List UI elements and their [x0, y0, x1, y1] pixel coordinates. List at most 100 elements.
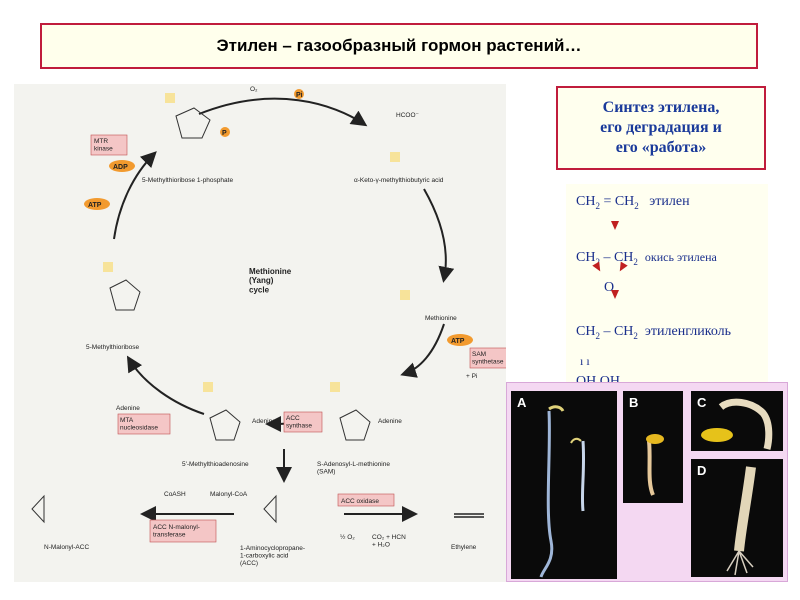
photo-a-label: A — [517, 395, 527, 410]
badge-atp-1: ATP — [84, 198, 110, 210]
label-methionine: Methionine — [425, 315, 457, 322]
formula-box: CH2 = CH2 этилен CH2 – CH2 окись этилена… — [566, 184, 768, 394]
formula-1-a: CH — [576, 194, 596, 209]
arrow-down-1 — [611, 221, 619, 230]
acc-ring — [263, 494, 277, 524]
label-adenine-1: Adenine — [116, 405, 140, 412]
formula-1-sub-a: 2 — [595, 200, 600, 211]
label-pi-pi: + Pi — [466, 373, 477, 380]
label-acc: 1-Aminocyclopropane-1-carboxylic acid(AC… — [240, 545, 305, 567]
formula-2-sub-b: 2 — [633, 256, 638, 267]
photo-c-label: C — [697, 395, 707, 410]
formula-2-b: – CH — [599, 250, 634, 265]
badge-p: P — [220, 127, 230, 137]
formula-1-b: = CH — [599, 194, 635, 209]
page-title: Этилен – газообразный гормон растений… — [216, 36, 582, 55]
label-o2: O₂ — [250, 86, 258, 93]
s-mark-1 — [165, 93, 175, 103]
ethylene-structure — [454, 513, 484, 518]
label-mtr: 5-Methylthioribose — [86, 344, 139, 351]
label-adenine-3: Adenine — [378, 418, 402, 425]
enzyme-acc-oxidase-label: ACC oxidase — [341, 498, 379, 505]
photo-d-seedling — [726, 466, 756, 576]
cycle-arc-left-2 — [113, 151, 157, 240]
formula-1-name: этилен — [649, 194, 690, 209]
badge-adp: ADP — [109, 160, 135, 172]
formula-3-sub-b: 2 — [633, 330, 638, 341]
subtitle-line-3: его «работа» — [615, 139, 707, 156]
s-mark-6 — [330, 382, 340, 392]
s-mark-2 — [103, 262, 113, 272]
formula-2-a: CH — [576, 250, 596, 265]
badge-p-label: P — [222, 130, 227, 137]
formula-3-name: этиленгликоль — [644, 324, 732, 339]
ring-mtr — [109, 279, 141, 311]
ring-mtr-1p — [175, 107, 211, 139]
photo-c: C — [691, 391, 783, 451]
badge-atp-2: ATP — [447, 334, 473, 346]
label-co2-hcn: CO₂ + HCN+ H₂O — [372, 534, 406, 549]
badge-atp-2-label: ATP — [451, 338, 465, 345]
formula-3-a: CH — [576, 324, 596, 339]
cycle-arc-right-2 — [400, 323, 445, 378]
formula-ethylene-glycol: CH2 – CH2 этиленгликоль — [576, 324, 731, 341]
formula-3-b: – CH — [599, 324, 634, 339]
enzyme-acc-malonyl-label: ACC N-malonyl-transferase — [153, 524, 200, 539]
s-mark-5 — [203, 382, 213, 392]
enzyme-acc-oxidase: ACC oxidase — [337, 493, 395, 507]
label-sam: S-Adenosyl-L-methionine(SAM) — [317, 461, 390, 476]
subtitle-line-2: его деградация и — [600, 119, 722, 136]
label-hcoo: HCOO⁻ — [396, 112, 420, 119]
badge-adp-label: ADP — [113, 164, 128, 171]
enzyme-acc-malonyl: ACC N-malonyl-transferase — [149, 519, 217, 543]
label-mtr-ribose-p: 5-Methylthioribose 1-phosphate — [142, 177, 233, 184]
cycle-center-title: Methionine(Yang)cycle — [249, 267, 292, 294]
badge-pi-label: Pi — [296, 92, 303, 99]
formula-2-oxygen: O — [604, 280, 615, 295]
subtitle-box: Синтез этилена, его деградация и его «ра… — [556, 86, 766, 170]
cycle-arc-top — [198, 97, 368, 127]
photo-b-label: B — [629, 395, 639, 410]
formula-4-ticks: ı ı — [580, 354, 590, 368]
cycle-arc-left-1 — [126, 355, 205, 415]
malonyl-acc-ring — [31, 494, 45, 524]
label-half-o2: ½ O₂ — [340, 533, 355, 541]
photo-d-label: D — [697, 463, 707, 478]
badge-atp-1-label: ATP — [88, 202, 102, 209]
formula-ethylene-oxide: CH2 – CH2 окись этилена — [576, 250, 717, 267]
s-mark-3 — [390, 152, 400, 162]
photo-panel: A B C D — [506, 382, 788, 582]
label-adenine-2: Adenine — [252, 418, 276, 425]
formula-3-sub-a: 2 — [595, 330, 600, 341]
s-mark-4 — [400, 290, 410, 300]
label-coash: CoASH — [164, 491, 186, 498]
subtitle-line-1: Синтез этилена, — [602, 99, 720, 116]
formula-1-sub-b: 2 — [634, 200, 639, 211]
photo-a-seedlings — [539, 405, 586, 578]
formula-2-sub-a: 2 — [595, 256, 600, 267]
photo-b-seedling — [646, 434, 664, 496]
formula-2-name: окись этилена — [644, 250, 717, 264]
ring-sam — [339, 409, 371, 441]
title-box: Этилен – газообразный гормон растений… — [40, 23, 758, 69]
label-mta: 5'-Methylthioadenosine — [182, 461, 249, 468]
label-malonyl-coa: Malonyl-CoA — [210, 491, 248, 498]
photo-b: B — [623, 391, 683, 503]
formula-ethylene: CH2 = CH2 этилен — [576, 194, 690, 211]
label-keto-acid: α-Keto-γ-methylthiobutyric acid — [354, 177, 444, 184]
photo-c-seedling — [701, 398, 773, 450]
photo-d: D — [691, 459, 783, 577]
label-malonyl-acc: N-Malonyl-ACC — [44, 544, 89, 551]
photo-a: A — [511, 391, 617, 579]
badge-pi: Pi — [294, 89, 304, 99]
